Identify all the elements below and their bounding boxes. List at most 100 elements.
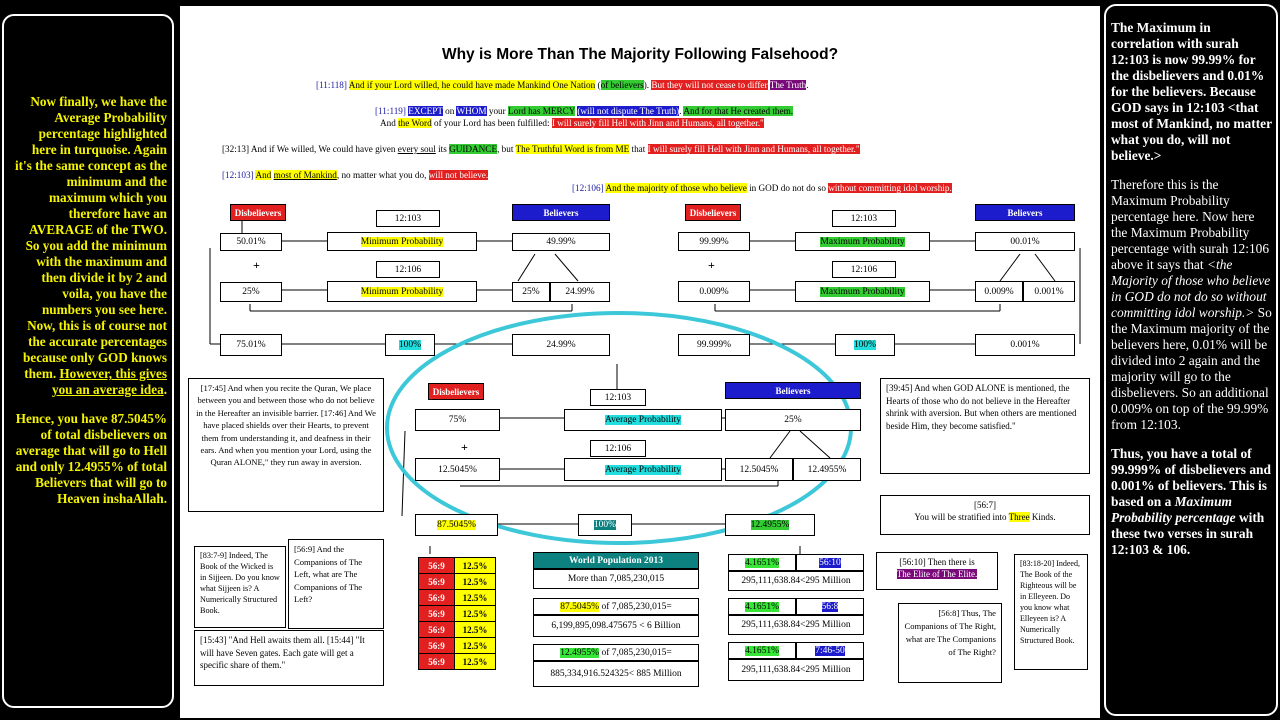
min-disbelievers-2: 25% [220,282,282,302]
avg-plus: + [461,440,468,454]
world-believers-value: 885,334,916.524325< 885 Million [533,661,699,687]
max-believers-header: Believers [975,204,1075,221]
quote-32-13: [32:13] And if We willed, We could have … [222,144,860,154]
gate-share-cell: 12.5% [454,573,496,590]
world-disbelievers-value: 6,199,895,098.475675 < 6 Billion [533,615,699,637]
avg-disbelievers-header: Disbelievers [428,383,484,400]
max-ref-12-106: 12:106 [832,261,896,278]
gate-ref-cell: 56:9 [418,653,455,670]
gate-ref-cell: 56:9 [418,621,455,638]
page-title: Why is More Than The Majority Following … [441,46,839,63]
avg-total-disbelievers: 87.5045% [415,514,498,536]
quote-11-119: [11:119] EXCEPT on WHOM your Lord has ME… [375,106,794,116]
diagram-canvas: Why is More Than The Majority Following … [180,6,1100,718]
avg-believers-2a: 12.5045% [725,458,793,481]
righteous-row-2: 4.1651% 56:8 [728,598,864,615]
min-probability-box-2: Minimum Probability [327,281,477,302]
gate-ref-cell: 56:9 [418,637,455,654]
quote-11-118: [11:118] And if your Lord willed, he cou… [316,80,809,90]
left-commentary-panel: Now finally, we have the Average Probabi… [2,14,174,708]
gate-ref-cell: 56:9 [418,557,455,574]
quote-12-103: [12:103] And most of Mankind, no matter … [222,170,489,180]
min-believers-header: Believers [512,204,610,221]
avg-ref-12-106: 12:106 [590,440,646,457]
max-plus: + [708,258,715,272]
gate-share-cell: 12.5% [454,605,496,622]
min-ref-12-103: 12:103 [376,210,440,227]
note-83-7: [83:7-9] Indeed, The Book of the Wicked … [194,546,286,628]
min-ref-12-106: 12:106 [376,261,440,278]
min-believers-1: 49.99% [512,233,610,251]
note-56-10: [56:10] Then there is The Elite of The E… [876,552,998,590]
max-probability-box-2: Maximum Probability [795,281,930,302]
max-total-believers: 0.001% [975,334,1075,356]
min-believers-2a: 25% [512,282,550,302]
left-underlined-text: However, this gives you an average idea [51,366,167,397]
righteous-row-3: 4.1651% 7:46-50 [728,642,864,659]
note-56-7: [56:7] You will be stratified into Three… [880,495,1090,535]
avg-probability-box-1: Average Probability [564,409,722,431]
max-disbelievers-2: 0.009% [678,281,750,302]
right-commentary-panel: The Maximum in correlation with surah 12… [1104,4,1278,716]
gate-share-cell: 12.5% [454,653,496,670]
min-disbelievers-header: Disbelievers [230,204,286,221]
avg-probability-box-2: Average Probability [564,458,722,481]
gate-share-cell: 12.5% [454,637,496,654]
min-believers-2b: 24.99% [550,282,610,302]
left-paragraph-1: Now finally, we have the Average Probabi… [15,94,167,397]
gate-share-cell: 12.5% [454,621,496,638]
avg-total: 100% [578,514,632,536]
righteous-table: 4.1651% 56:10 295,111,638.84<295 Million… [728,554,864,681]
gate-ref-cell: 56:9 [418,605,455,622]
righteous-value-2: 295,111,638.84<295 Million [728,615,864,635]
right-paragraph-2: Therefore this is the Maximum Probabilit… [1111,177,1272,432]
avg-total-believers: 12.4955% [725,514,815,536]
min-disbelievers-1: 50.01% [220,233,282,251]
world-population-title: World Population 2013 [533,552,699,569]
note-56-8: [56:8] Thus, The Companions of The Right… [898,603,1002,683]
min-total: 100% [385,334,435,356]
quote-12-106: [12:106] And the majority of those who b… [572,183,952,193]
world-believers-pct: 12.4955% of 7,085,230,015= [533,644,699,661]
gate-ref-cell: 56:9 [418,589,455,606]
avg-ref-12-103: 12:103 [590,389,646,406]
max-probability-box-1: Maximum Probability [795,232,930,251]
max-disbelievers-1: 99.99% [678,232,750,251]
avg-believers-1: 25% [725,409,861,431]
world-population-sub: More than 7,085,230,015 [533,569,699,589]
note-17-45: [17:45] And when you recite the Quran, W… [188,378,384,512]
note-39-45: [39:45] And when GOD ALONE is mentioned,… [880,378,1090,474]
right-paragraph-3: Thus, you have a total of 99.999% of dis… [1111,446,1271,557]
avg-believers-header: Believers [725,382,861,399]
note-56-9: [56:9] And the Companions of The Left, w… [288,539,384,629]
avg-disbelievers-1: 75% [415,409,500,431]
right-paragraph-1: The Maximum in correlation with surah 12… [1111,20,1272,163]
max-believers-1: 00.01% [975,232,1075,251]
min-probability-box-1: Minimum Probability [327,232,477,251]
righteous-value-3: 295,111,638.84<295 Million [728,659,864,681]
gate-share-cell: 12.5% [454,589,496,606]
world-disbelievers-pct: 87.5045% of 7,085,230,015= [533,598,699,615]
avg-disbelievers-2: 12.5045% [415,458,500,481]
gate-ref-cell: 56:9 [418,573,455,590]
righteous-row-1: 4.1651% 56:10 [728,554,864,571]
max-total: 100% [835,334,895,356]
max-believers-2b: 0.001% [1023,281,1075,302]
note-83-18: [83:18-20] Indeed, The Book of the Right… [1014,554,1088,670]
gate-share-cell: 12.5% [454,557,496,574]
min-total-believers: 24.99% [512,334,610,356]
avg-believers-2b: 12.4955% [793,458,861,481]
max-believers-2a: 0.009% [975,281,1023,302]
max-ref-12-103: 12:103 [832,210,896,227]
left-paragraph-2: Hence, you have 87.5045% of total disbel… [15,411,167,506]
righteous-value-1: 295,111,638.84<295 Million [728,571,864,591]
max-total-disbelievers: 99.999% [678,334,750,356]
min-plus: + [253,258,260,272]
